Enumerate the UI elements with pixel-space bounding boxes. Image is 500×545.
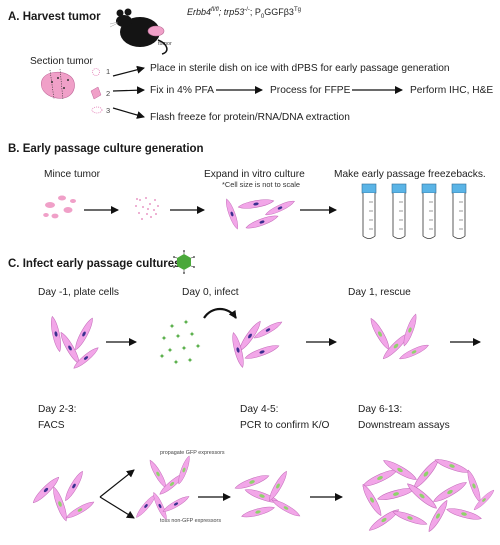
step-number-2: 2 <box>106 89 111 98</box>
downstream-label: Downstream assays <box>358 420 450 431</box>
toss-label: toss non-GFP expressors <box>160 518 222 524</box>
step-1-text: Place in sterile dish on ice with dPBS f… <box>150 63 450 74</box>
day-0-label: Day 0, infect <box>182 287 239 298</box>
section-a-arrows <box>112 65 403 119</box>
infection-arrow <box>203 307 237 319</box>
gfp-negative-cells <box>133 490 191 522</box>
step-3-text: Flash freeze for protein/RNA/DNA extract… <box>150 112 350 123</box>
expand-culture-label: Expand in vitro culture <box>204 169 305 180</box>
section-b-title: B. Early passage culture generation <box>8 143 204 155</box>
cryotube-icons <box>361 183 467 239</box>
day-2-3-label: Day 2-3: <box>38 404 77 415</box>
tumor-section-icon <box>41 68 75 101</box>
day-4-5-label: Day 4-5: <box>240 404 279 415</box>
virus-icon <box>173 250 195 274</box>
step-2-process: Process for FFPE <box>270 85 351 96</box>
day-1-cells <box>367 312 431 362</box>
mouse-genotype: Erbb4fl/fl; trp53-/-; P0GGFβ3Tg <box>187 7 301 20</box>
dissociated-cells-icon <box>135 197 159 220</box>
virus-particles <box>159 319 201 365</box>
section-tumor-label: Section tumor <box>30 56 93 67</box>
step-number-1: 1 <box>106 67 111 76</box>
tumor-piece-icons <box>90 68 103 114</box>
expanded-culture-cells <box>223 197 297 232</box>
mince-tumor-label: Mince tumor <box>44 169 101 180</box>
facs-split-arrows <box>99 469 135 519</box>
step-number-3: 3 <box>106 106 111 115</box>
facs-input-cells <box>30 469 96 523</box>
freezebacks-label: Make early passage freezebacks. <box>334 169 486 180</box>
day-6-13-label: Day 6-13: <box>358 404 403 415</box>
section-c-title: C. Infect early passage cultures <box>8 258 181 270</box>
scale-note: *Cell size is not to scale <box>222 180 301 189</box>
minced-tumor-icon <box>43 195 76 219</box>
day-minus1-label: Day -1, plate cells <box>38 287 119 298</box>
pcr-cells <box>233 469 302 520</box>
day-0-cells <box>229 318 284 369</box>
gfp-positive-cells <box>147 454 193 497</box>
pcr-label: PCR to confirm K/O <box>240 420 330 431</box>
mouse-icon <box>109 8 168 55</box>
step-2-fix: Fix in 4% PFA <box>150 85 214 96</box>
propagate-label: propagate GFP expressors <box>160 450 225 456</box>
day-minus1-cells <box>48 315 101 371</box>
downstream-cells <box>359 456 497 534</box>
section-a-title: A. Harvest tumor <box>8 11 101 23</box>
day-1-label: Day 1, rescue <box>348 287 411 298</box>
step-2-perform: Perform IHC, H&E <box>410 85 494 96</box>
facs-label: FACS <box>38 420 65 431</box>
